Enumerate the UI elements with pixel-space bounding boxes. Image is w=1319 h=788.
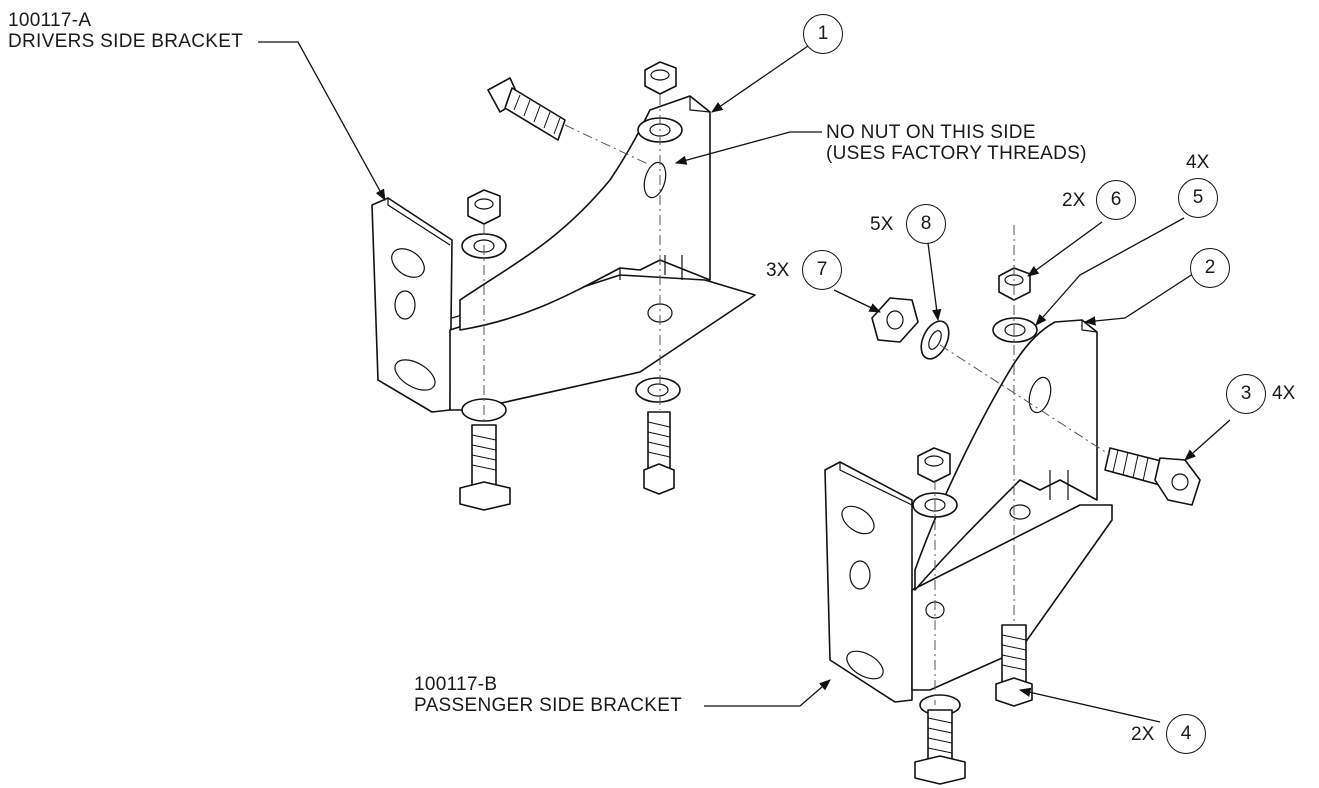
item-6-quantity: 2X <box>1062 190 1086 211</box>
item-balloon-7: 7 <box>802 250 842 290</box>
leader-lines <box>258 41 1231 723</box>
factory-threads-note-line1: NO NUT ON THIS SIDE <box>826 122 1036 143</box>
item-3-quantity: 4X <box>1272 383 1296 404</box>
item-balloon-3: 3 <box>1226 374 1266 414</box>
item-7-quantity: 3X <box>766 260 790 281</box>
item-4-quantity: 2X <box>1131 724 1155 745</box>
driver-part-number: 100117-A <box>8 10 92 31</box>
item-balloon-5: 5 <box>1178 178 1218 218</box>
item-5-quantity: 4X <box>1186 152 1210 173</box>
item-8-quantity: 5X <box>870 214 894 235</box>
driver-bracket-label: DRIVERS SIDE BRACKET <box>8 31 244 52</box>
passenger-part-number: 100117-B <box>414 674 498 695</box>
item-balloon-1: 1 <box>803 14 843 54</box>
passenger-bracket-label: PASSENGER SIDE BRACKET <box>414 695 683 716</box>
item-balloon-2: 2 <box>1190 248 1230 288</box>
passenger-side-bracket <box>824 225 1201 785</box>
item-balloon-6: 6 <box>1096 180 1136 220</box>
item-balloon-4: 4 <box>1166 714 1206 754</box>
item-balloon-8: 8 <box>906 204 946 244</box>
factory-threads-note-line2: (USES FACTORY THREADS) <box>826 143 1087 164</box>
drivers-side-bracket <box>371 61 756 511</box>
